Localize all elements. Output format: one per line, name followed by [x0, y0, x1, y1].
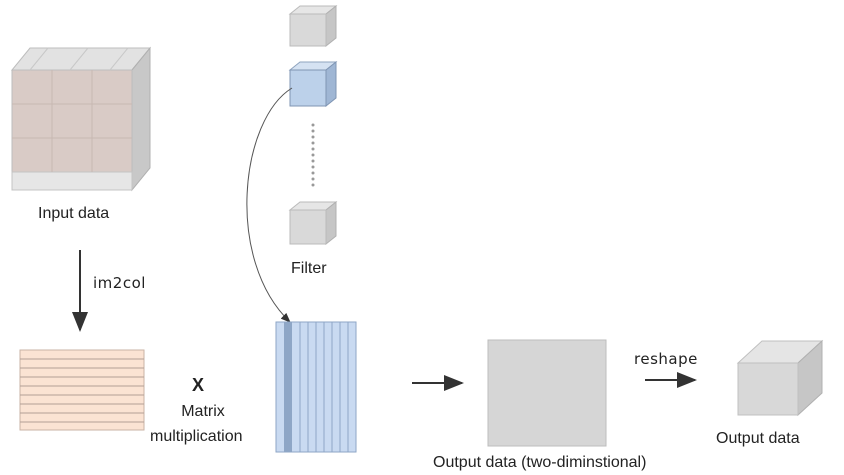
- im2col-label: im2col: [93, 274, 146, 292]
- filter-to-column-arrow: [246, 87, 293, 323]
- output-2d-label: Output data (two-diminstional): [433, 454, 647, 471]
- multiply-symbol: X: [192, 375, 205, 395]
- output-2d-matrix: [487, 339, 607, 447]
- filter-cube-1: [288, 4, 338, 48]
- filter-label: Filter: [291, 260, 327, 277]
- input-data-label: Input data: [38, 205, 110, 222]
- filter-matrix: [275, 321, 357, 453]
- filter-cube-last: [288, 200, 338, 246]
- im2col-matrix: [19, 349, 145, 431]
- output-data-label: Output data: [716, 430, 800, 447]
- matrix-mult-label-line2: multiplication: [150, 428, 243, 445]
- reshape-label: reshape: [634, 350, 698, 368]
- output-data-cube: [736, 339, 824, 417]
- input-data-cube: [10, 46, 152, 192]
- filter-dots: [311, 123, 315, 187]
- matrix-mult-label-line1: Matrix: [181, 403, 225, 420]
- filter-cube-2: [288, 60, 338, 108]
